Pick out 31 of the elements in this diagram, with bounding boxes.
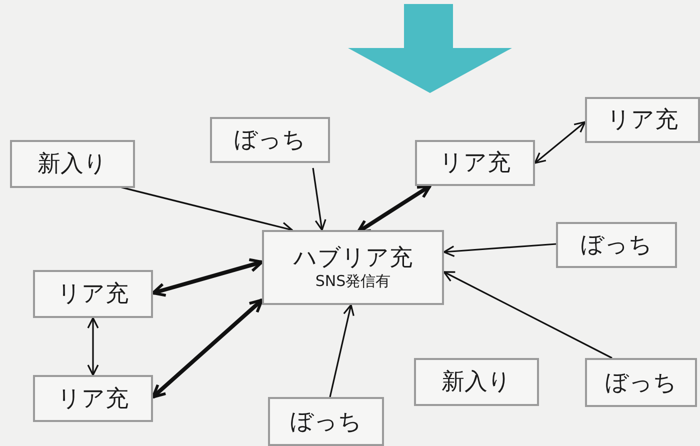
label-box	[210, 117, 330, 163]
label-box	[415, 140, 535, 186]
arrow	[443, 271, 612, 359]
box-subtitle: SNS発信有	[315, 272, 391, 291]
box-title: リア充	[440, 149, 510, 177]
box-title: ぼっち	[580, 231, 652, 259]
box-title: ハブリア充	[294, 244, 412, 272]
label-box	[585, 358, 697, 407]
box-title: ぼっち	[290, 408, 362, 436]
box-title: 新入り	[442, 368, 512, 396]
box-title: リア充	[58, 280, 128, 308]
box-title: ぼっち	[605, 368, 677, 396]
box-title: ぼっち	[234, 126, 306, 154]
label-box	[10, 140, 135, 188]
box-title: リア充	[58, 384, 128, 412]
arrow	[312, 168, 326, 231]
arrow	[443, 243, 556, 258]
label-box	[414, 358, 539, 406]
arrow	[152, 298, 264, 398]
label-box	[556, 222, 677, 268]
arrow	[329, 304, 354, 398]
label-box	[33, 375, 153, 422]
central-box	[262, 230, 444, 305]
label-box	[268, 397, 384, 446]
arrow	[152, 258, 264, 297]
box-title: 新入り	[38, 150, 108, 178]
label-box	[33, 270, 153, 318]
label-box	[585, 97, 700, 143]
arrow	[87, 317, 99, 376]
box-title: リア充	[607, 106, 678, 134]
arrow	[534, 121, 586, 164]
